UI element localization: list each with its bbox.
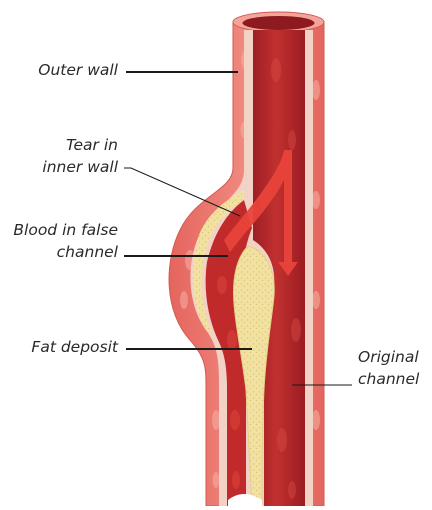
- label-fat-deposit: Fat deposit: [0, 336, 118, 358]
- label-blood-line1: Blood in false: [0, 219, 118, 241]
- label-tear-line1: Tear in: [20, 134, 118, 156]
- label-tear-line2: inner wall: [20, 156, 118, 178]
- vessel-opening: [243, 16, 315, 30]
- label-original-line1: Original: [358, 346, 419, 368]
- label-original-line2: channel: [358, 368, 419, 390]
- label-blood-line2: channel: [0, 241, 118, 263]
- label-outer-wall: Outer wall: [20, 59, 118, 81]
